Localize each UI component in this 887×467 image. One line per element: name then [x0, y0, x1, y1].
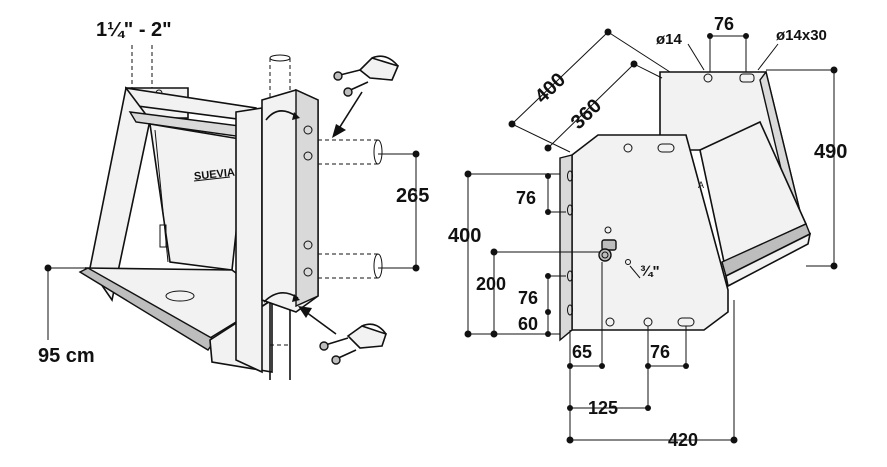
bottom-slot-offset-label: 125 [588, 398, 618, 418]
slot-label: ø14x30 [776, 27, 827, 44]
clamp-spacing-label: 265 [396, 185, 429, 207]
side-height-label: 400 [448, 225, 481, 247]
bolt-guides [318, 139, 383, 279]
height-label: 490 [814, 141, 847, 163]
depth-outer-label: 400 [531, 69, 570, 108]
height-dimension [766, 66, 838, 270]
right-view: 400 360 ø14 76 ø14x30 490 400 76 200 76 … [448, 14, 847, 450]
left-view: 1¼" - 2" SUEVIA 265 95 cm [38, 19, 429, 380]
rear-pipe [131, 45, 153, 88]
inlet-thread-label: ¾" [640, 263, 660, 280]
mounting-height-label: 95 cm [38, 345, 95, 367]
mounting-height-dimension [44, 264, 88, 340]
hole-spacing-top-label: 76 [714, 14, 734, 34]
width-label: 420 [668, 430, 698, 450]
depth-inner-label: 360 [567, 95, 606, 134]
side-plate [559, 134, 729, 342]
depth-dimensions [508, 28, 671, 153]
trough-body [78, 86, 274, 374]
clamp-spacing-dimension [378, 150, 420, 272]
top-hole-dimensions [687, 33, 779, 72]
panel-letter-label: A [698, 180, 704, 190]
bottom-hole-height-label: 60 [518, 314, 538, 334]
pipe-size-label: 1¼" - 2" [96, 19, 172, 41]
hole-spacing-bottom-label: 76 [650, 342, 670, 362]
bottom-dimensions [566, 262, 738, 444]
u-bolt-top-icon [332, 55, 400, 138]
trough-slope [699, 120, 812, 288]
hole-diameter-label: ø14 [656, 31, 683, 48]
water-inlet-icon [598, 226, 641, 279]
bottom-offset-label: 65 [572, 342, 592, 362]
u-bolt-bottom-icon [298, 306, 388, 365]
hole-spacing-side-lower-label: 76 [518, 288, 538, 308]
side-dimensions [464, 170, 600, 338]
brand-label: SUEVIA [193, 167, 235, 183]
mounting-bracket [261, 88, 319, 313]
inlet-height-label: 200 [476, 274, 506, 294]
hole-spacing-side-upper-label: 76 [516, 188, 536, 208]
